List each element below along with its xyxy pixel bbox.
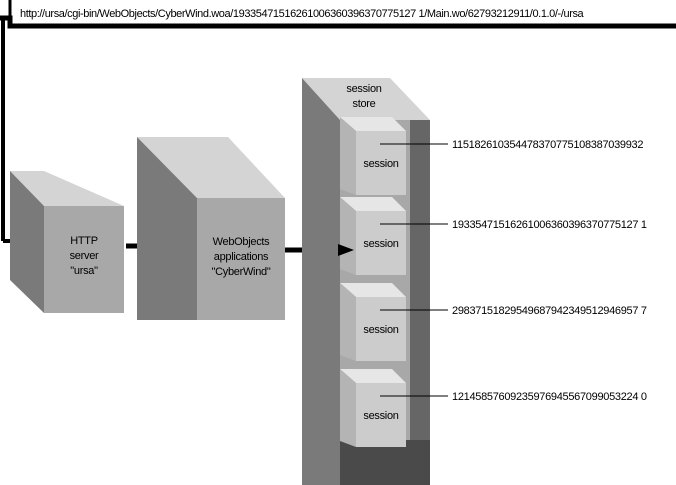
session-box-top (340, 197, 406, 211)
app-label-1: WebObjects (213, 236, 271, 248)
session-box-top (340, 369, 406, 383)
session-box-top (340, 117, 406, 131)
http-server-label-2: server (70, 250, 99, 262)
session-id: 115182610354478370775108387039932 (452, 139, 643, 151)
app-box-front (197, 198, 285, 320)
http-server-side (10, 171, 44, 313)
session-box: session 12145857609235976945567099053224 … (340, 369, 647, 447)
session-id: 29837151829549687942349512946957 7 (452, 305, 647, 317)
session-box-side (340, 369, 356, 447)
webobjects-app-box: WebObjects applications "CyberWind" (137, 137, 285, 320)
http-server-front (44, 206, 124, 313)
session-label: session (363, 238, 398, 250)
store-left-wall (302, 78, 340, 485)
session-label: session (363, 324, 398, 336)
session-list: session 115182610354478370775108387039932… (340, 117, 647, 447)
session-box-front (356, 297, 406, 361)
session-box-front (356, 383, 406, 447)
app-box-side (137, 137, 197, 320)
app-label-2: applications (214, 251, 269, 263)
http-server-label-1: HTTP (70, 235, 98, 247)
session-box: session 115182610354478370775108387039932 (340, 117, 644, 195)
session-box-top (340, 283, 406, 297)
app-to-session-arrowhead-icon (338, 244, 354, 256)
store-bottom (340, 440, 430, 485)
store-top (302, 78, 430, 120)
url-text: http://ursa/cgi-bin/WebObjects/CyberWind… (20, 8, 585, 20)
http-server-label-3: "ursa" (70, 265, 98, 277)
session-box-front (356, 131, 406, 195)
session-label: session (363, 410, 398, 422)
store-right-wall (410, 120, 430, 485)
session-box: session 19335471516261006360396370775127 … (340, 197, 647, 275)
session-label: session (363, 158, 398, 170)
session-box: session 29837151829549687942349512946957 … (340, 283, 647, 361)
app-label-3: "CyberWind" (212, 266, 271, 278)
store-label-2: store (353, 98, 376, 110)
session-id: 19335471516261006360396370775127 1 (452, 219, 647, 231)
session-box-side (340, 117, 356, 195)
store-label-1: session (346, 83, 381, 95)
session-id: 12145857609235976945567099053224 0 (452, 391, 647, 403)
app-box-top (137, 137, 285, 198)
http-server-top (10, 171, 124, 206)
http-server-box: HTTP server "ursa" (10, 171, 124, 313)
session-box-front (356, 211, 406, 275)
session-box-side (340, 197, 356, 275)
session-box-side (340, 283, 356, 361)
